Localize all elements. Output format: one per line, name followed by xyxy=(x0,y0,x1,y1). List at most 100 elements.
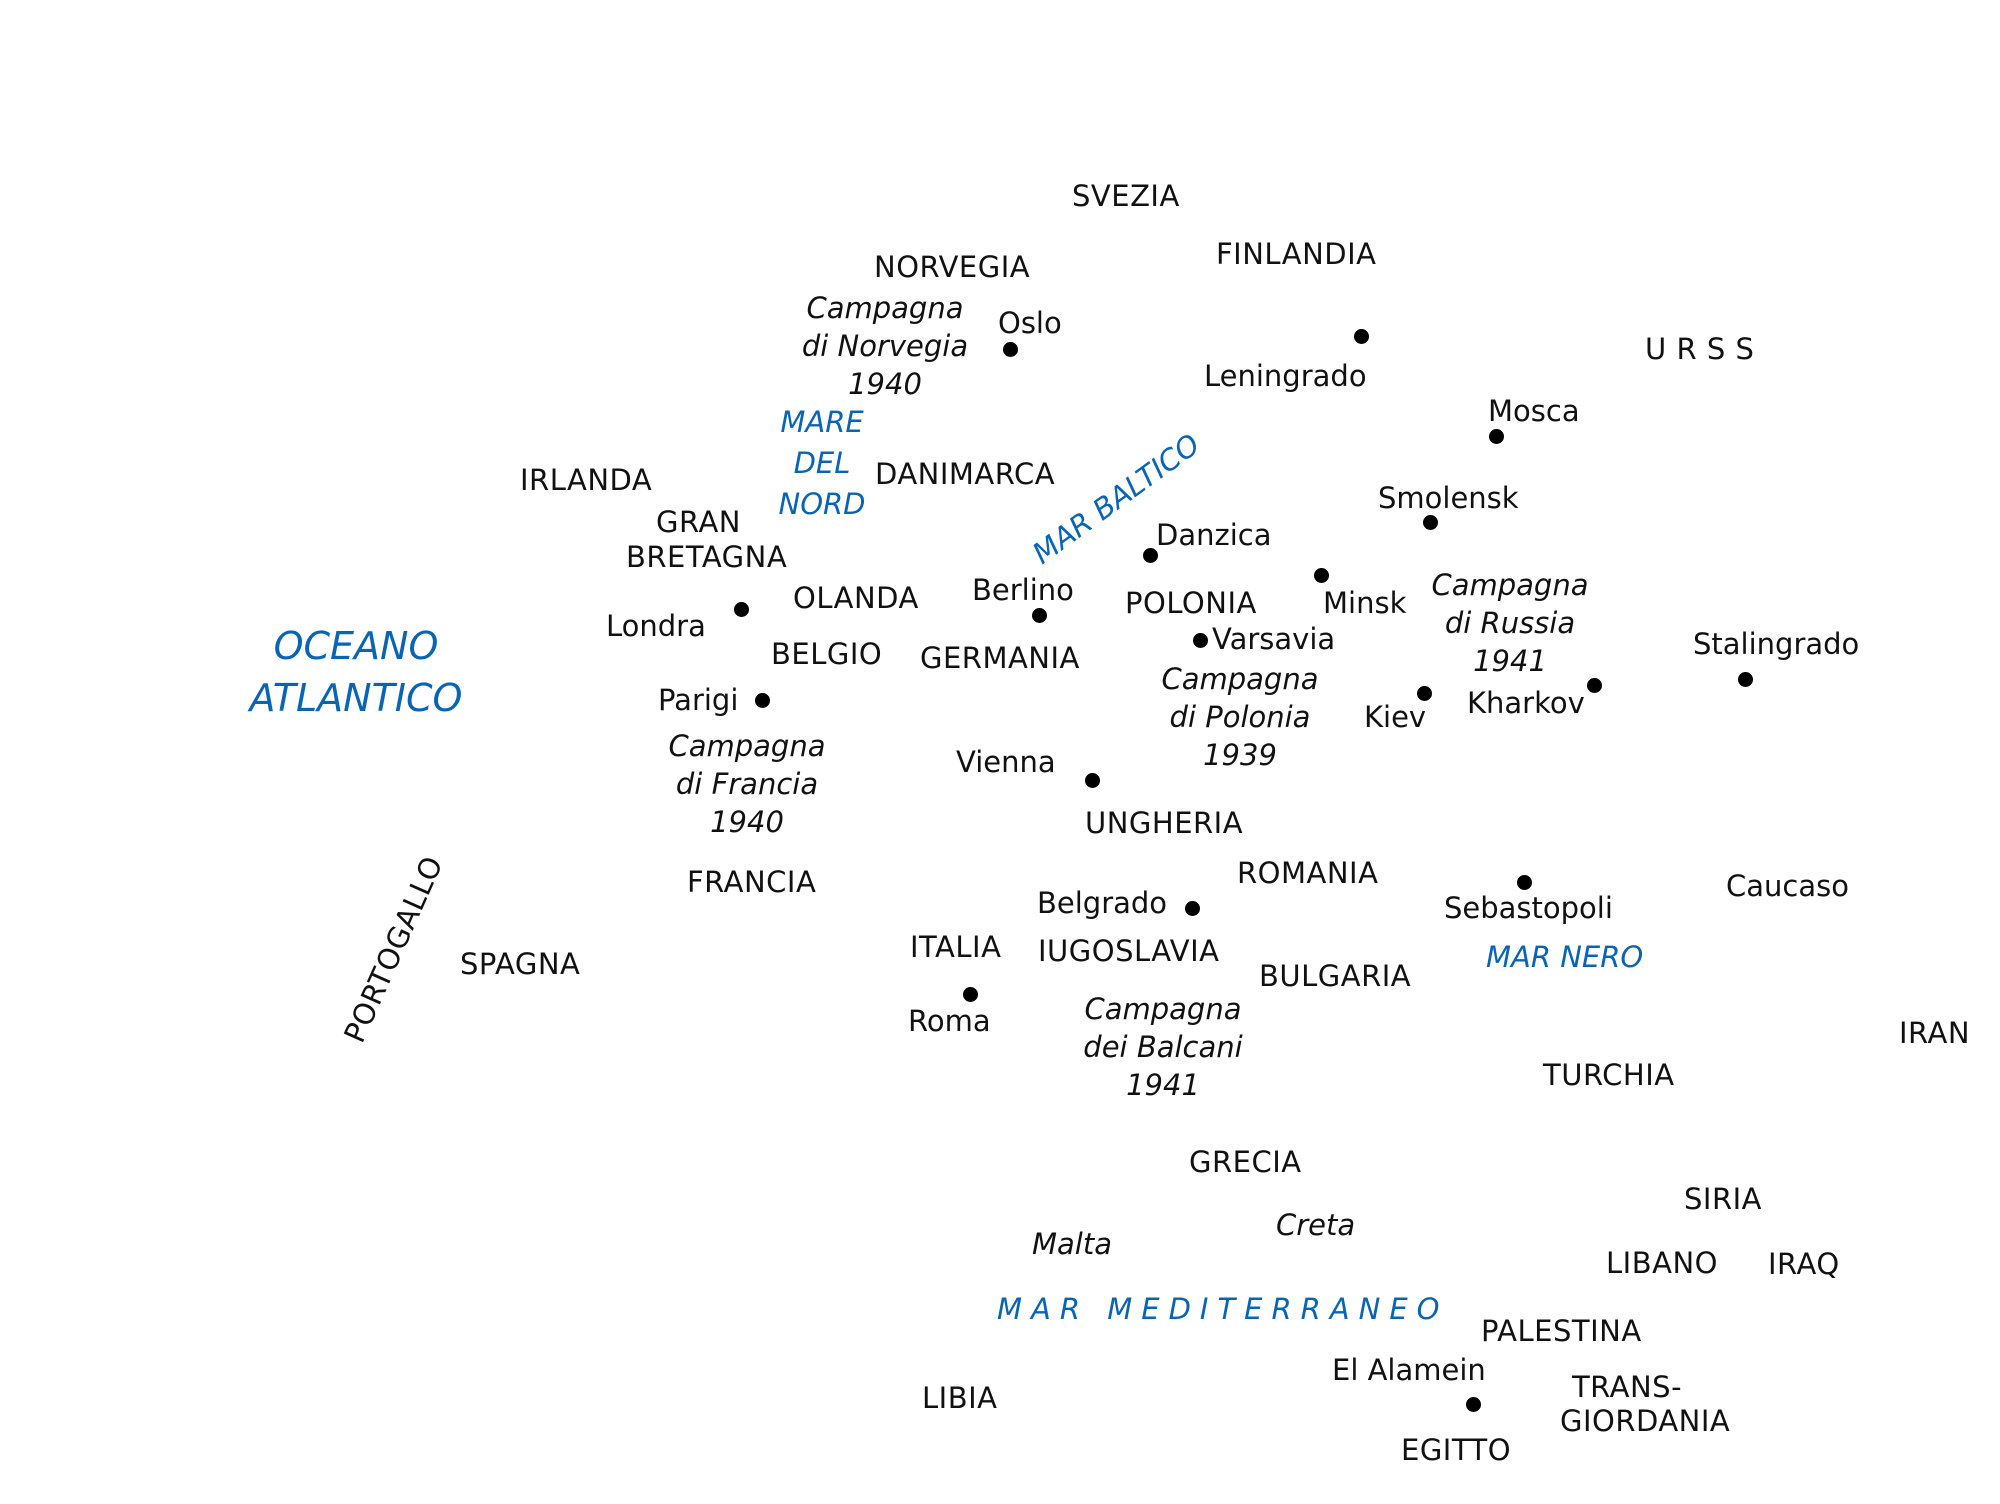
campaign-polonia-line-3: 1939 xyxy=(1203,738,1277,772)
country-transgiordania: TRANS- GIORDANIA xyxy=(1560,1370,1731,1438)
region-caucaso: Caucaso xyxy=(1726,869,1849,903)
city-belgrado: Belgrado xyxy=(1037,886,1168,920)
city-dot-belgrado xyxy=(1184,900,1200,916)
country-bulgaria: BULGARIA xyxy=(1259,959,1412,993)
campaign-polonia-line-1: Campagna xyxy=(1161,662,1319,696)
country-gran: GRAN xyxy=(656,505,741,539)
city-dot-el-alamein xyxy=(1465,1396,1481,1412)
sea-mar-nero: MAR NERO xyxy=(1486,940,1644,974)
city-dot-oslo xyxy=(1002,341,1018,357)
city-dot-roma xyxy=(962,986,978,1002)
campaign-balcani: Campagna dei Balcani 1941 xyxy=(1060,990,1266,1104)
country-siria: SIRIA xyxy=(1684,1182,1763,1216)
oceano-atlantico-line-2: ATLANTICO xyxy=(249,676,463,720)
campaign-russia-line-3: 1941 xyxy=(1473,644,1547,678)
city-parigi: Parigi xyxy=(658,683,739,717)
country-norvegia: NORVEGIA xyxy=(874,250,1031,284)
campaign-norvegia-line-3: 1940 xyxy=(848,367,922,401)
city-dot-londra xyxy=(733,601,749,617)
campaign-francia-line-1: Campagna xyxy=(668,729,826,763)
city-dot-leningrado xyxy=(1353,328,1369,344)
city-berlino: Berlino xyxy=(972,573,1074,607)
campaign-balcani-line-1: Campagna xyxy=(1084,992,1242,1026)
city-vienna: Vienna xyxy=(956,745,1056,779)
city-kiev: Kiev xyxy=(1364,700,1427,734)
country-irlanda: IRLANDA xyxy=(520,463,653,497)
country-libano: LIBANO xyxy=(1606,1246,1718,1280)
city-minsk: Minsk xyxy=(1323,586,1407,620)
campaign-balcani-line-3: 1941 xyxy=(1126,1068,1200,1102)
country-iran: IRAN xyxy=(1899,1016,1971,1050)
island-malta: Malta xyxy=(1032,1227,1112,1261)
city-dot-stalingrado xyxy=(1737,671,1753,687)
city-stalingrado: Stalingrado xyxy=(1693,627,1860,661)
campaign-russia: Campagna di Russia 1941 xyxy=(1410,566,1610,680)
city-dot-smolensk xyxy=(1422,514,1438,530)
sea-mare-del-nord: MARE DEL NORD xyxy=(760,402,884,525)
city-dot-minsk xyxy=(1313,567,1329,583)
campaign-francia-line-2: di Francia xyxy=(675,767,819,801)
city-dot-parigi xyxy=(754,692,770,708)
city-dot-sebastopoli xyxy=(1516,874,1532,890)
city-danzica: Danzica xyxy=(1156,518,1272,552)
island-creta: Creta xyxy=(1276,1208,1356,1242)
city-sebastopoli: Sebastopoli xyxy=(1444,891,1613,925)
campaign-norvegia: Campagna di Norvegia 1940 xyxy=(780,289,990,403)
ocean-atlantico: OCEANO ATLANTICO xyxy=(226,620,486,724)
campaign-norvegia-line-1: Campagna xyxy=(806,291,964,325)
mare-del-nord-line-3: NORD xyxy=(778,487,866,521)
country-libia: LIBIA xyxy=(922,1381,998,1415)
city-mosca: Mosca xyxy=(1488,394,1580,428)
country-portogallo: PORTOGALLO xyxy=(337,850,450,1048)
city-roma: Roma xyxy=(908,1004,991,1038)
country-iugoslavia: IUGOSLAVIA xyxy=(1038,934,1220,968)
country-bretagna: BRETAGNA xyxy=(626,540,788,574)
city-londra: Londra xyxy=(606,609,706,643)
city-kharkov: Kharkov xyxy=(1467,686,1585,720)
campaign-francia-line-3: 1940 xyxy=(710,805,784,839)
country-turchia: TURCHIA xyxy=(1543,1058,1675,1092)
country-polonia: POLONIA xyxy=(1125,586,1257,620)
country-finlandia: FINLANDIA xyxy=(1216,237,1377,271)
city-oslo: Oslo xyxy=(998,306,1062,340)
campaign-russia-line-1: Campagna xyxy=(1431,568,1589,602)
campaign-polonia-line-2: di Polonia xyxy=(1169,700,1311,734)
mare-del-nord-line-1: MARE xyxy=(780,405,864,439)
city-varsavia: Varsavia xyxy=(1212,622,1336,656)
country-ungheria: UNGHERIA xyxy=(1085,806,1244,840)
country-svezia: SVEZIA xyxy=(1072,179,1180,213)
country-francia: FRANCIA xyxy=(687,865,817,899)
campaign-russia-line-2: di Russia xyxy=(1444,606,1576,640)
country-urss: U R S S xyxy=(1645,332,1755,366)
country-egitto: EGITTO xyxy=(1401,1433,1512,1467)
city-dot-mosca xyxy=(1488,428,1504,444)
country-palestina: PALESTINA xyxy=(1481,1314,1642,1348)
city-dot-berlino xyxy=(1031,607,1047,623)
campaign-balcani-line-2: dei Balcani xyxy=(1083,1030,1243,1064)
country-spagna: SPAGNA xyxy=(460,947,581,981)
city-dot-varsavia xyxy=(1192,632,1208,648)
mare-del-nord-line-2: DEL xyxy=(793,446,851,480)
city-dot-danzica xyxy=(1142,547,1158,563)
campaign-polonia: Campagna di Polonia 1939 xyxy=(1140,660,1340,774)
city-dot-kiev xyxy=(1416,685,1432,701)
country-olanda: OLANDA xyxy=(793,581,919,615)
city-smolensk: Smolensk xyxy=(1378,481,1519,515)
campaign-norvegia-line-2: di Norvegia xyxy=(801,329,969,363)
country-italia: ITALIA xyxy=(910,930,1002,964)
city-el-alamein: El Alamein xyxy=(1332,1353,1486,1387)
city-dot-vienna xyxy=(1084,772,1100,788)
country-grecia: GRECIA xyxy=(1189,1145,1302,1179)
country-danimarca: DANIMARCA xyxy=(875,457,1056,491)
city-leningrado: Leningrado xyxy=(1204,359,1367,393)
country-belgio: BELGIO xyxy=(771,637,883,671)
country-romania: ROMANIA xyxy=(1237,856,1379,890)
transgiordania-line-2: GIORDANIA xyxy=(1560,1404,1731,1438)
oceano-atlantico-line-1: OCEANO xyxy=(273,624,439,668)
country-germania: GERMANIA xyxy=(920,641,1080,675)
country-iraq: IRAQ xyxy=(1768,1247,1840,1281)
campaign-francia: Campagna di Francia 1940 xyxy=(647,727,847,841)
transgiordania-line-1: TRANS- xyxy=(1571,1370,1683,1404)
sea-mar-mediterraneo: MAR MEDITERRANEO xyxy=(997,1292,1449,1326)
